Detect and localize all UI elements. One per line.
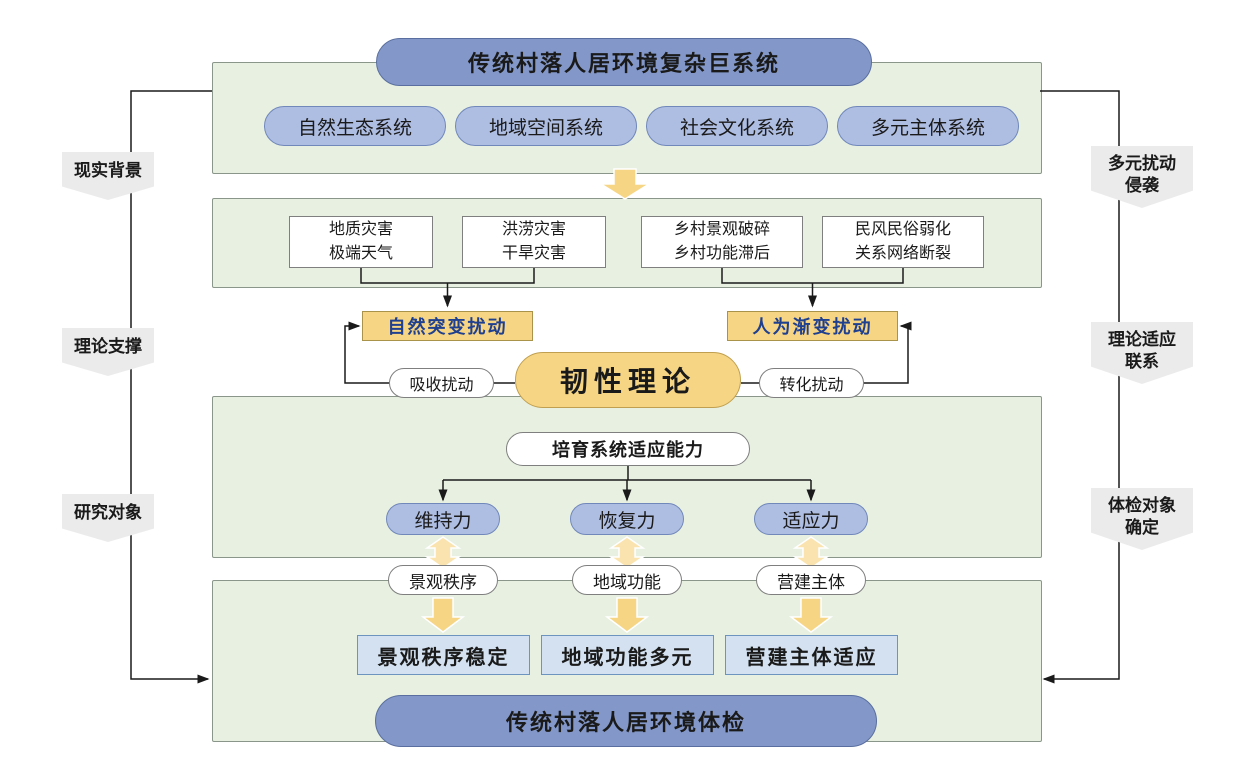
force-pill: 适应力 xyxy=(754,503,868,535)
hazard-line: 干旱灾害 xyxy=(501,245,566,262)
hazard-box: 洪涝灾害 干旱灾害 xyxy=(462,216,606,268)
outcome-box: 地域功能多元 xyxy=(541,635,714,675)
subsystem-pill: 社会文化系统 xyxy=(646,106,828,146)
capacity-pill: 培育系统适应能力 xyxy=(506,432,750,466)
object-pill: 营建主体 xyxy=(756,565,866,595)
hazard-line: 洪涝灾害 xyxy=(501,221,566,238)
outcome-box: 营建主体适应 xyxy=(725,635,898,675)
hazard-line: 乡村景观破碎 xyxy=(673,221,770,238)
side-label-left: 研究对象 xyxy=(62,494,154,542)
side-label-text: 理论适应 xyxy=(1108,330,1176,349)
side-label-text: 侵袭 xyxy=(1125,176,1159,195)
title-top-pill: 传统村落人居环境复杂巨系统 xyxy=(376,38,872,86)
side-label-left: 现实背景 xyxy=(62,152,154,200)
side-label-text: 现实背景 xyxy=(74,161,142,180)
side-label-left: 理论支撑 xyxy=(62,328,154,376)
natural-disturbance-box: 自然突变扰动 xyxy=(362,311,533,341)
outcome-box: 景观秩序稳定 xyxy=(357,635,530,675)
side-label-right: 体检对象 确定 xyxy=(1091,488,1193,550)
side-label-text: 联系 xyxy=(1125,352,1159,371)
hazard-box: 民风民俗弱化 关系网络断裂 xyxy=(822,216,984,268)
subsystem-pill: 多元主体系统 xyxy=(837,106,1019,146)
side-label-text: 研究对象 xyxy=(74,503,142,522)
side-label-right: 理论适应 联系 xyxy=(1091,322,1193,384)
side-label-text: 理论支撑 xyxy=(74,337,142,356)
side-label-text: 体检对象 xyxy=(1108,496,1176,515)
hazard-line: 关系网络断裂 xyxy=(854,245,951,262)
side-label-right: 多元扰动 侵袭 xyxy=(1091,146,1193,208)
object-pill: 地域功能 xyxy=(572,565,682,595)
hazard-line: 民风民俗弱化 xyxy=(854,221,951,238)
transform-pill: 转化扰动 xyxy=(759,368,864,398)
absorb-pill: 吸收扰动 xyxy=(389,368,494,398)
force-pill: 恢复力 xyxy=(570,503,684,535)
title-bottom-pill: 传统村落人居环境体检 xyxy=(375,695,877,747)
hazard-line: 极端天气 xyxy=(328,245,393,262)
hazard-line: 乡村功能滞后 xyxy=(673,245,770,262)
hazard-box: 地质灾害 极端天气 xyxy=(289,216,433,268)
force-pill: 维持力 xyxy=(386,503,500,535)
hazard-line: 地质灾害 xyxy=(328,221,393,238)
object-pill: 景观秩序 xyxy=(388,565,498,595)
side-label-text: 确定 xyxy=(1125,518,1159,537)
human-disturbance-box: 人为渐变扰动 xyxy=(727,311,898,341)
hazard-box: 乡村景观破碎 乡村功能滞后 xyxy=(641,216,803,268)
side-label-text: 多元扰动 xyxy=(1108,154,1176,173)
subsystem-pill: 地域空间系统 xyxy=(455,106,637,146)
subsystem-pill: 自然生态系统 xyxy=(264,106,446,146)
resilience-theory-pill: 韧性理论 xyxy=(515,352,741,408)
